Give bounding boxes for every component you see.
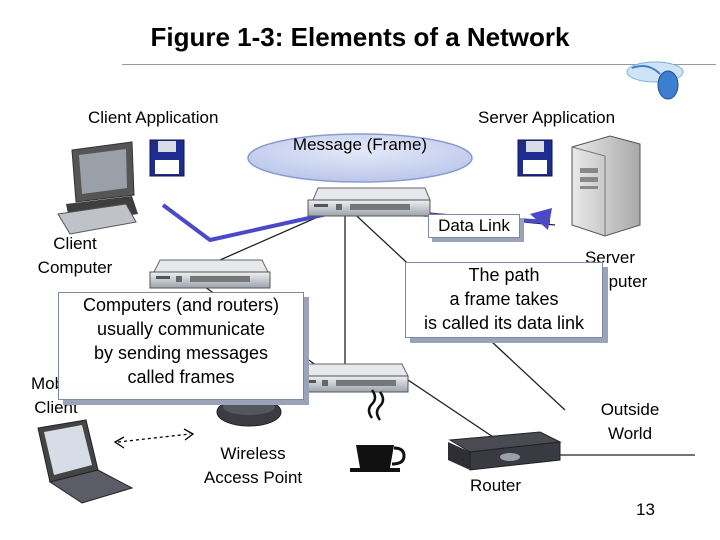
router-label: Router xyxy=(470,476,522,495)
message-ellipse xyxy=(247,133,473,183)
client-computer-icon xyxy=(57,141,138,235)
laptop-icon xyxy=(37,419,134,504)
server-tower-icon xyxy=(571,135,641,237)
client-application-label: Client Application xyxy=(88,108,219,127)
switch-bottom-icon xyxy=(295,363,409,393)
page-number: 13 xyxy=(636,500,655,519)
coffee-cup-icon xyxy=(350,389,406,472)
wireless-link xyxy=(113,428,195,449)
client-computer-label: Client Computer xyxy=(37,234,113,277)
switch-top-icon xyxy=(307,187,431,217)
outside-world-label: Outside World xyxy=(600,400,660,443)
mouse-logo-icon xyxy=(626,61,684,100)
data-link-label: Data Link xyxy=(428,214,520,238)
client-floppy-icon xyxy=(149,139,185,177)
data-link-callout: The path a frame takes is called its dat… xyxy=(405,262,603,338)
message-frame-label: Message (Frame) xyxy=(292,135,428,154)
wireless-access-point-label: Wireless Access Point xyxy=(203,444,303,487)
router-icon xyxy=(448,431,562,471)
page-title: Figure 1-3: Elements of a Network xyxy=(150,22,570,52)
data-link-arrowhead xyxy=(530,208,552,230)
frames-callout: Computers (and routers) usually communic… xyxy=(58,292,304,400)
server-application-label: Server Application xyxy=(478,108,616,127)
server-floppy-icon xyxy=(517,139,553,177)
title-divider xyxy=(122,64,716,65)
switch-left-icon xyxy=(149,259,271,289)
